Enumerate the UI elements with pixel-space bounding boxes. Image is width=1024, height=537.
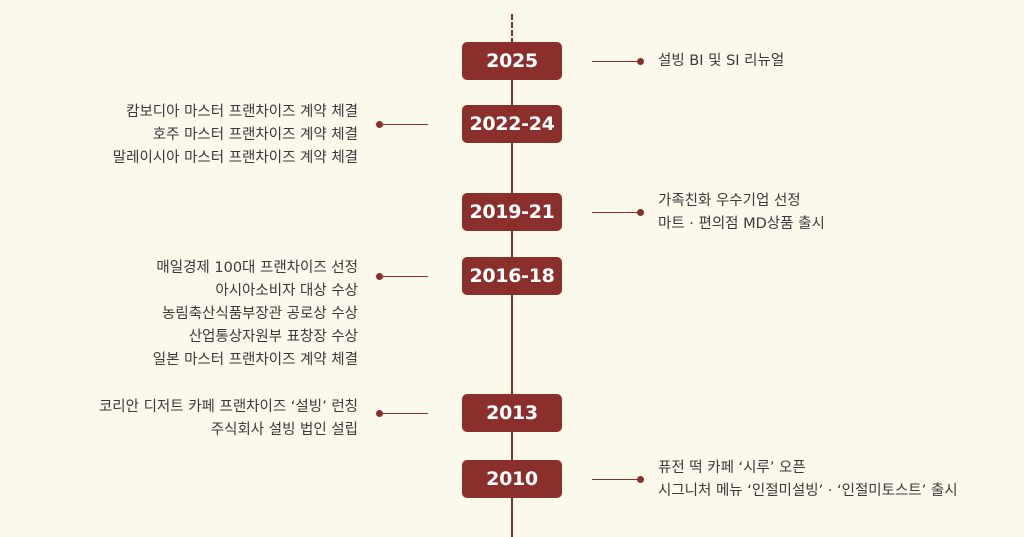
year-badge-2016-18: 2016-18 (462, 257, 562, 295)
event-item: 퓨전 떡 카페 ‘시루’ 오픈 (658, 460, 806, 476)
connector-line (592, 212, 640, 213)
event-item: 호주 마스터 프랜차이즈 계약 체결 (152, 127, 358, 143)
connector-dot (637, 58, 644, 65)
year-badge-2025: 2025 (462, 42, 562, 80)
connector-line (380, 124, 428, 125)
connector-dot (376, 273, 383, 280)
event-item: 주식회사 설빙 법인 설립 (210, 422, 358, 438)
connector-line (380, 413, 428, 414)
connector-line (380, 276, 428, 277)
event-item: 말레이시아 마스터 프랜차이즈 계약 체결 (112, 150, 358, 166)
connector-line (592, 479, 640, 480)
connector-dot (376, 121, 383, 128)
connector-dot (637, 209, 644, 216)
event-item: 시그니처 메뉴 ‘인절미설빙’ · ‘인절미토스트’ 출시 (658, 483, 958, 499)
event-item: 설빙 BI 및 SI 리뉴얼 (658, 53, 785, 69)
event-item: 산업통상자원부 표창장 수상 (188, 329, 358, 345)
event-item: 캄보디아 마스터 프랜차이즈 계약 체결 (126, 104, 358, 120)
event-list-2025: 설빙 BI 및 SI 리뉴얼 (658, 50, 784, 73)
year-badge-2022-24: 2022-24 (462, 105, 562, 143)
event-list-2010: 퓨전 떡 카페 ‘시루’ 오픈 시그니처 메뉴 ‘인절미설빙’ · ‘인절미토스… (658, 457, 958, 503)
year-badge-2010: 2010 (462, 460, 562, 498)
event-item: 아시아소비자 대상 수상 (215, 283, 358, 299)
year-badge-2019-21: 2019-21 (462, 193, 562, 231)
timeline-dashed-start (511, 14, 513, 44)
connector-dot (637, 476, 644, 483)
event-list-2019-21: 가족친화 우수기업 선정 마트 · 편의점 MD상품 출시 (658, 190, 825, 236)
event-item: 코리안 디저트 카페 프랜차이즈 ‘설빙’ 런칭 (98, 399, 358, 415)
event-list-2013: 코리안 디저트 카페 프랜차이즈 ‘설빙’ 런칭 주식회사 설빙 법인 설립 (99, 396, 358, 442)
event-list-2016-18: 매일경제 100대 프랜차이즈 선정 아시아소비자 대상 수상 농림축산식품부장… (153, 257, 358, 372)
event-item: 가족친화 우수기업 선정 (658, 193, 801, 209)
event-item: 매일경제 100대 프랜차이즈 선정 (156, 260, 358, 276)
year-badge-2013: 2013 (462, 394, 562, 432)
connector-line (592, 61, 640, 62)
event-list-2022-24: 캄보디아 마스터 프랜차이즈 계약 체결 호주 마스터 프랜차이즈 계약 체결 … (113, 101, 358, 170)
event-item: 마트 · 편의점 MD상품 출시 (658, 216, 825, 232)
event-item: 일본 마스터 프랜차이즈 계약 체결 (152, 352, 358, 368)
connector-dot (376, 410, 383, 417)
event-item: 농림축산식품부장관 공로상 수상 (162, 306, 358, 322)
